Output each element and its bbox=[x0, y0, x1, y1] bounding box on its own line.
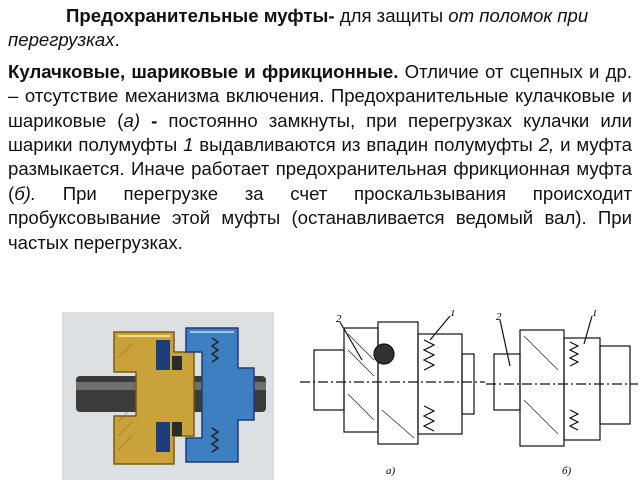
intro-bold-lead: Предохранительные муфты- bbox=[66, 5, 335, 26]
body-bold-lead: Кулачковые, шариковые и фрикционные. bbox=[8, 60, 399, 82]
intro-period: . bbox=[114, 29, 120, 51]
label-a: а) bbox=[386, 465, 396, 477]
part-number-1-a: 1 bbox=[450, 310, 456, 319]
part-number-2-b: 2 bbox=[496, 311, 502, 323]
part-number-2-a: 2 bbox=[336, 313, 342, 325]
coupling-technical-drawings: а) б) 2 1 2 1 bbox=[300, 310, 638, 477]
intro-paragraph: Предохранительные муфты- для защиты от п… bbox=[8, 4, 632, 53]
body-dash: - bbox=[140, 109, 158, 131]
ref-2: 2, bbox=[538, 134, 555, 156]
body-text-1: Отличие от сцепных и др. – отсутствие ме… bbox=[8, 60, 632, 131]
intro-italic: от поломок при перегрузках bbox=[8, 5, 589, 51]
body-text-3: выдавливаются из впадин полумуфты bbox=[193, 134, 539, 156]
body-text-2: постоянно замкнуты, при перегрузках кула… bbox=[8, 109, 632, 156]
body-text-5: При перегрузке за счет проскальзывания п… bbox=[8, 182, 632, 253]
coupling-cutaway-illustration bbox=[62, 312, 274, 480]
ref-a: а) bbox=[123, 109, 141, 131]
ref-b: б). bbox=[14, 182, 37, 204]
body-text-4: и муфта размыкается. Иначе работает пред… bbox=[8, 134, 632, 204]
body-paragraph: Кулачковые, шариковые и фрикционные. Отл… bbox=[8, 60, 632, 255]
ref-1: 1 bbox=[183, 134, 194, 156]
label-b: б) bbox=[562, 465, 572, 477]
intro-text: для защиты bbox=[334, 5, 449, 26]
slide-text: Предохранительные муфты- для защиты от п… bbox=[8, 4, 632, 255]
part-number-1-b: 1 bbox=[592, 310, 598, 319]
